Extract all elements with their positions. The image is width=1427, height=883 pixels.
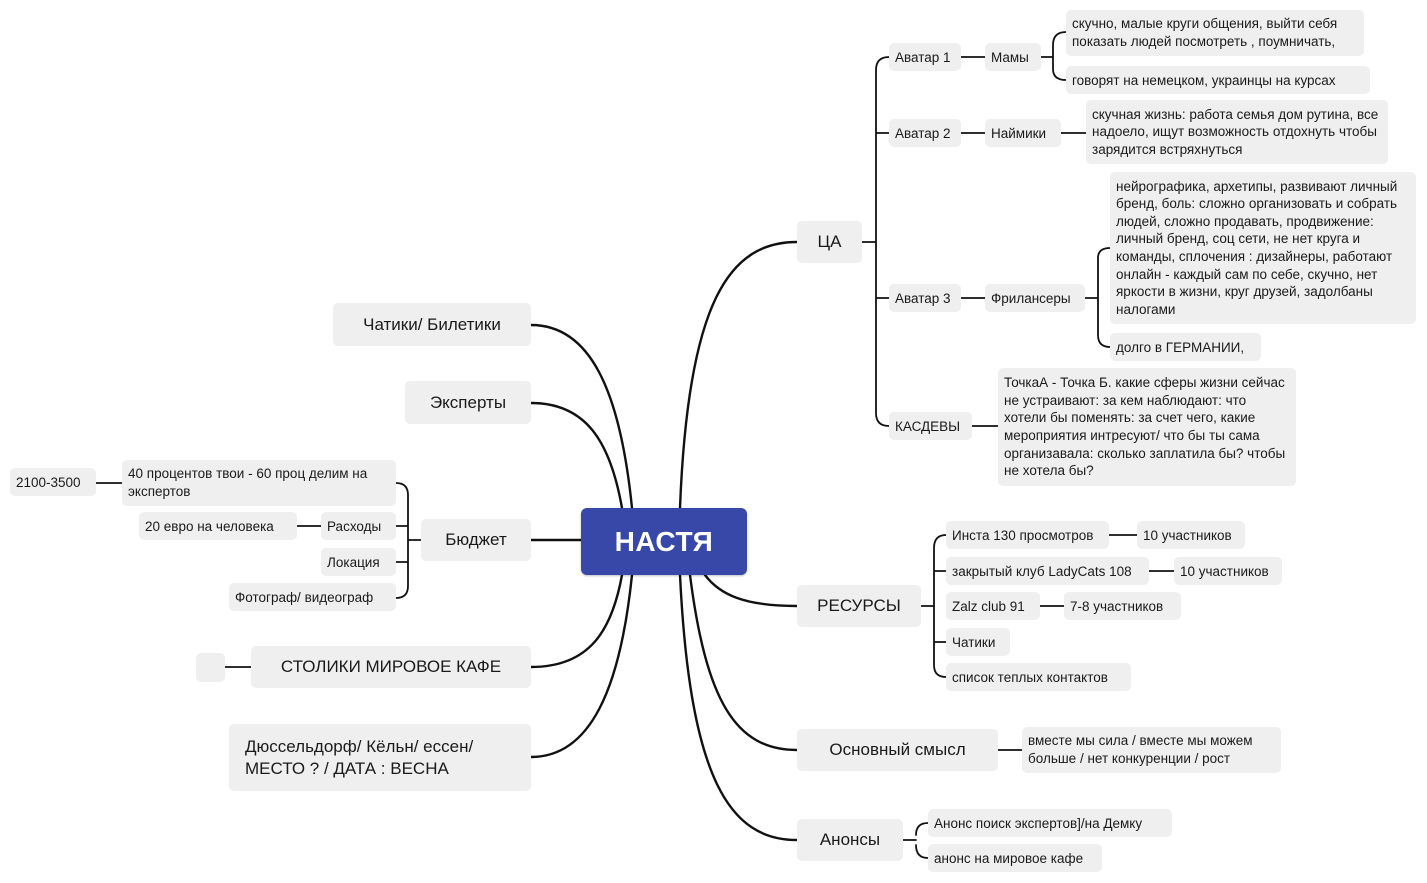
topic-resources[interactable]: РЕСУРСЫ [797, 585, 921, 627]
budget-split[interactable]: 40 процентов твои - 60 проц делим на экс… [122, 460, 396, 506]
budget-expenses[interactable]: Расходы [321, 512, 396, 540]
link-center-tables [529, 573, 624, 669]
topic-avatar-3[interactable]: Аватар 3 [889, 284, 961, 312]
announcement-experts[interactable]: Анонс поиск экспертов]/на Демку [928, 809, 1172, 837]
topic-freelancers[interactable]: Фрилансеры [985, 284, 1085, 312]
budget-location[interactable]: Локация [321, 548, 396, 576]
topic-avatar-1[interactable]: Аватар 1 [889, 43, 961, 71]
budget-photographer[interactable]: Фотограф/ видеограф [229, 583, 396, 611]
link-center-chats [529, 323, 634, 510]
link-center-announcements [678, 573, 799, 842]
topic-main-meaning[interactable]: Основный смысл [797, 729, 998, 771]
resource-zalz-result[interactable]: 7-8 участников [1064, 592, 1181, 620]
topic-place-date[interactable]: Дюссельдорф/ Кёльн/ ессен/ МЕСТО ? / ДАТ… [229, 724, 531, 791]
link-center-place [529, 573, 634, 759]
resource-warm-contacts[interactable]: список теплых контактов [946, 663, 1131, 691]
topic-chats-tickets[interactable]: Чатики/ Билетики [333, 303, 531, 346]
resource-insta[interactable]: Инста 130 просмотров [946, 521, 1109, 549]
topic-moms[interactable]: Мамы [985, 43, 1041, 71]
resource-ladycats-result[interactable]: 10 участников [1174, 557, 1282, 585]
budget-expenses-value[interactable]: 20 евро на человека [139, 512, 297, 540]
empty-subtopic[interactable] [196, 653, 225, 682]
link-center-resources [703, 573, 799, 608]
topic-budget[interactable]: Бюджет [421, 519, 531, 561]
note-custdev[interactable]: ТочкаА - Точка Б. какие сферы жизни сейч… [998, 368, 1296, 486]
note-freelancers-2[interactable]: долго в ГЕРМАНИИ, [1110, 333, 1261, 361]
note-moms-1[interactable]: скучно, малые круги общения, выйти себя … [1066, 10, 1364, 56]
central-topic[interactable]: НАСТЯ [581, 508, 747, 575]
link-ca-bracket [861, 56, 890, 427]
note-moms-2[interactable]: говорят на немецком, украинцы на курсах [1066, 66, 1370, 94]
link-center-ca [678, 240, 799, 510]
link-center-experts [529, 401, 624, 510]
topic-avatar-2[interactable]: Аватар 2 [889, 119, 961, 147]
link-budget-bracket [395, 482, 422, 599]
resource-ladycats[interactable]: закрытый клуб LadyCats 108 [946, 557, 1149, 585]
note-main-meaning[interactable]: вместе мы сила / вместе мы можем больше … [1022, 727, 1281, 773]
note-freelancers-1[interactable]: нейрографика, архетипы, развивают личный… [1110, 172, 1416, 324]
link-announcements-bracket [902, 822, 929, 859]
link-center-meaning [688, 573, 799, 752]
resource-chats[interactable]: Чатики [946, 628, 1010, 656]
topic-employees[interactable]: Наймики [985, 119, 1061, 147]
link-resources-bracket [920, 534, 947, 678]
topic-experts[interactable]: Эксперты [405, 381, 531, 424]
topic-custdev[interactable]: КАСДЕВЫ [889, 412, 972, 440]
resource-insta-result[interactable]: 10 участников [1137, 521, 1245, 549]
topic-world-cafe-tables[interactable]: СТОЛИКИ МИРОВОЕ КАФЕ [251, 646, 531, 688]
topic-target-audience[interactable]: ЦА [797, 221, 862, 263]
budget-split-value[interactable]: 2100-3500 [10, 468, 96, 496]
topic-announcements[interactable]: Анонсы [797, 819, 903, 861]
announcement-world-cafe[interactable]: анонс на мировое кафе [928, 844, 1102, 872]
link-freelancers-bracket [1084, 247, 1111, 348]
note-employees[interactable]: скучная жизнь: работа семья дом рутина, … [1086, 100, 1388, 164]
link-moms-bracket [1040, 31, 1067, 81]
resource-zalz[interactable]: Zalz club 91 [946, 592, 1040, 620]
